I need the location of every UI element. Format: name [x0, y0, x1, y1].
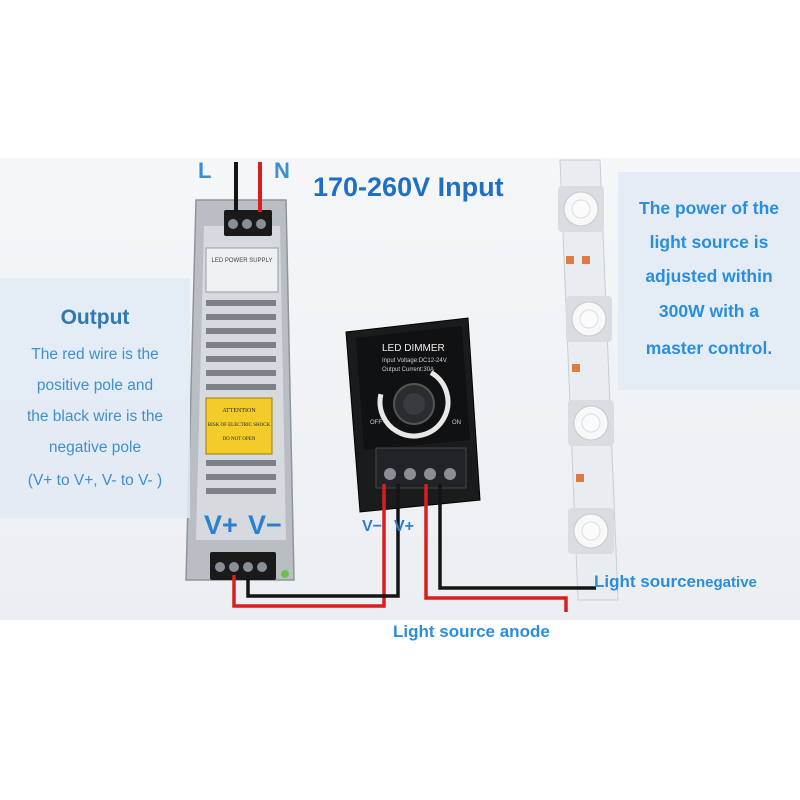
power-text-line: light source is	[649, 232, 769, 252]
attention-warning-1: RISK OF ELECTRIC SHOCK	[208, 423, 271, 428]
led-chip-3	[568, 400, 614, 446]
power-indicator-led	[281, 570, 289, 578]
strip-resistor	[582, 256, 590, 264]
power-text-line: 300W with a	[658, 301, 760, 321]
light-source-negative-main: Light source	[594, 572, 697, 591]
led-chip-2	[566, 296, 612, 342]
attention-sticker	[205, 397, 273, 455]
supply-v-plus-label: V+	[204, 510, 238, 540]
dimmer-output-current: Output Current:30A	[382, 367, 434, 373]
dimmer-on-label: ON	[452, 420, 461, 426]
negative-wire	[438, 484, 596, 590]
output-terminal-block	[210, 552, 289, 580]
live-wire-label: L	[198, 158, 212, 183]
supply-label-title: LED POWER SUPPLY	[212, 258, 273, 264]
power-supply: LED POWER SUPPLY ATTENTION RISK OF ELECT…	[185, 199, 295, 581]
dimmer-scale-arc	[377, 365, 451, 439]
dimmer-v-plus-label: V+	[394, 518, 415, 535]
anode-wire	[424, 484, 568, 612]
strip-resistor	[576, 474, 584, 482]
supply-v-minus-label: V−	[248, 510, 282, 540]
output-text-line: (V+ to V+, V- to V- )	[27, 472, 163, 489]
output-text-line: negative pole	[48, 439, 142, 456]
dimmer-v-minus-label: V−	[362, 518, 383, 535]
output-text-line: positive pole and	[36, 377, 154, 394]
power-text-line: master control.	[645, 338, 773, 358]
attention-sticker-text: ATTENTION	[222, 408, 256, 414]
dimmer-knob-center	[403, 393, 425, 415]
strip-resistor	[566, 256, 574, 264]
neutral-wire-label: N	[274, 158, 290, 183]
dimmer-title: LED DIMMER	[382, 343, 445, 354]
supply-vent-slots	[206, 300, 276, 494]
power-text-line: adjusted within	[645, 266, 773, 286]
light-source-negative-label: Light sourcenegative	[594, 572, 757, 592]
led-dimmer: LED DIMMER Input Voltage:DC12-24V Output…	[345, 317, 481, 513]
output-heading: Output	[60, 306, 130, 329]
input-terminal-block	[224, 210, 272, 236]
supply-spec-label	[205, 247, 279, 293]
power-info-panel	[618, 172, 800, 390]
supply-positive-wire	[232, 484, 386, 608]
led-chip-1	[558, 186, 604, 232]
led-chip-4	[568, 508, 614, 554]
supply-negative-wire	[246, 484, 400, 598]
input-voltage-title: 170-260V Input	[313, 172, 504, 202]
attention-warning-2: DO NOT OPEN	[223, 437, 256, 442]
light-source-anode-label: Light source anode	[393, 622, 550, 641]
output-info-panel	[0, 278, 190, 518]
output-wiring	[232, 484, 596, 612]
dimmer-input-voltage: Input Voltage:DC12-24V	[382, 358, 447, 364]
light-source-negative-suffix: negative	[696, 574, 757, 591]
dimmer-off-label: OFF	[370, 420, 382, 426]
dimmer-terminal-block	[375, 447, 467, 489]
power-text-line: The power of the	[639, 198, 779, 218]
output-text-line: The red wire is the	[31, 346, 159, 363]
output-text-line: the black wire is the	[26, 408, 164, 425]
led-strip	[558, 159, 619, 601]
strip-resistor	[572, 364, 580, 372]
